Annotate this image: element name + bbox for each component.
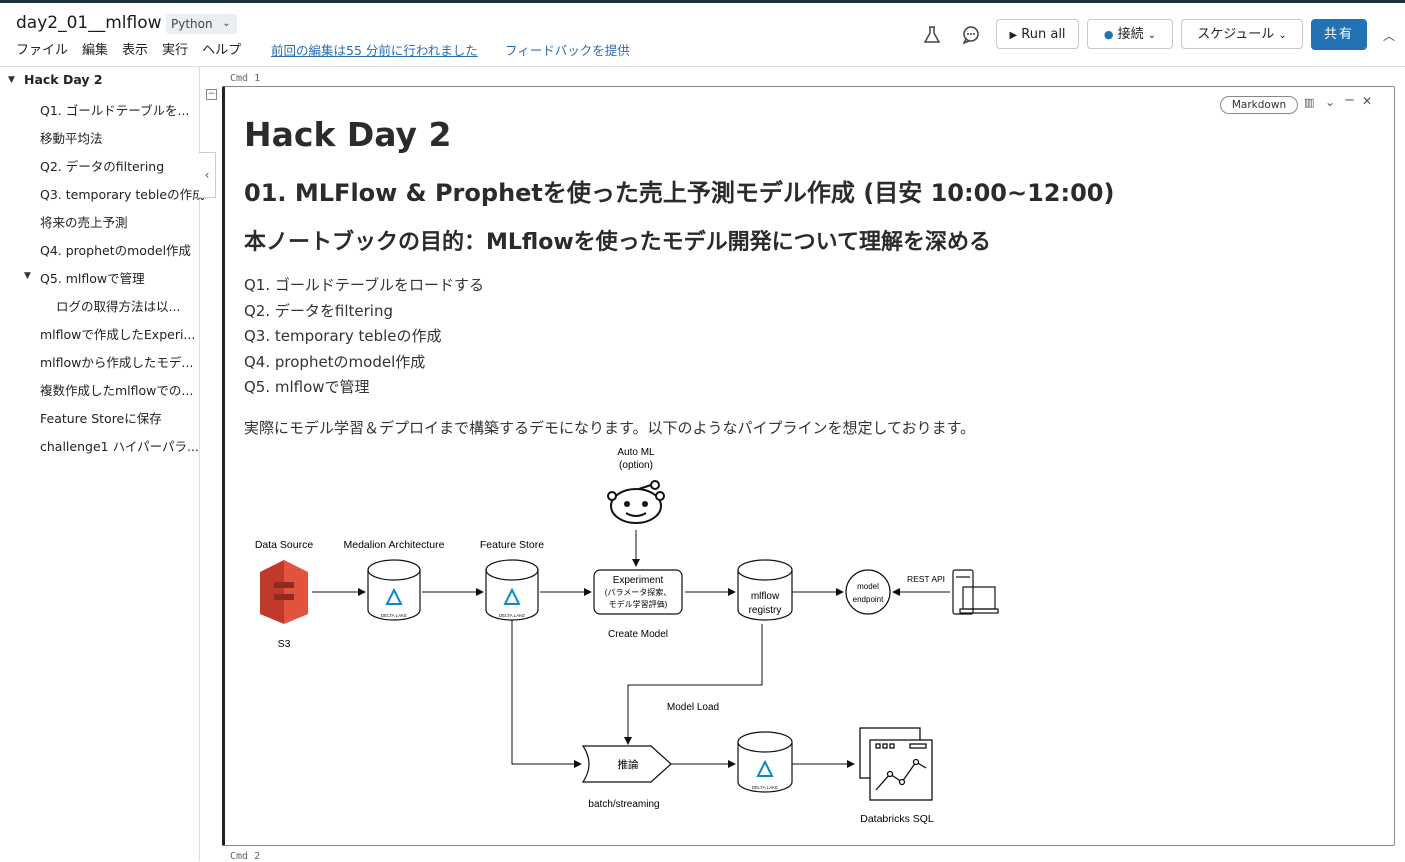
chevron-left-icon: ‹ xyxy=(204,168,210,182)
pipeline-diagram: Auto ML (option) Data Source S3 DELTA LA… xyxy=(255,447,999,825)
chevron-down-icon: ⌄ xyxy=(222,18,231,29)
menu-edit[interactable]: 編集 xyxy=(82,43,109,58)
model-load-label: Model Load xyxy=(667,702,719,713)
automl-label: Auto ML xyxy=(617,447,655,458)
toc-item[interactable]: ログの取得方法は以... xyxy=(56,299,181,314)
list-item: Q4. prophetのmodel作成 xyxy=(244,352,426,371)
description-paragraph: 実際にモデル学習＆デプロイまで構築するデモになります。以下のようなパイプラインを… xyxy=(244,419,976,437)
toc-item[interactable]: Q5. mlflowで管理 xyxy=(40,271,145,286)
delta-lake-text: DELTA LAKE xyxy=(499,613,525,618)
dashboard-icon xyxy=(859,727,933,801)
expand-triangle-icon[interactable]: ▼ xyxy=(8,75,15,85)
experiment-box xyxy=(593,569,683,615)
s3-icon xyxy=(260,560,308,624)
list-item: Q2. データをfiltering xyxy=(244,301,393,320)
toc-item[interactable]: Q4. prophetのmodel作成 xyxy=(40,243,192,258)
rest-api-label: REST API xyxy=(907,574,945,584)
notebook-header: day2_01__mlflow Python ⌄ ファイル 編集 表示 実行 ヘ… xyxy=(0,3,1405,67)
data-source-label: Data Source xyxy=(255,539,314,551)
language-selector[interactable]: Python ⌄ xyxy=(166,14,237,34)
toc-item[interactable]: 移動平均法 xyxy=(40,131,103,146)
mlflow-registry-cylinder-icon xyxy=(737,559,793,621)
cell-collapse-icon[interactable]: − xyxy=(206,89,217,100)
last-edit-link[interactable]: 前回の編集は55 分前に行われました xyxy=(271,43,478,58)
menu-bar: ファイル 編集 表示 実行 ヘルプ xyxy=(16,39,241,58)
toc-item[interactable]: 複数作成したmlflowでの... xyxy=(40,383,194,398)
mlflow-registry-label-2: registry xyxy=(749,605,782,616)
markdown-cell[interactable]: Markdown ▥ ⌄ − ✕ Hack Day 2 01. MLFlow &… xyxy=(222,86,1395,846)
schedule-button[interactable]: スケジュール ⌄ xyxy=(1181,19,1303,49)
experiment-sub2: モデル学習評価) xyxy=(609,599,668,609)
model-endpoint-label-2: endpoint xyxy=(853,595,884,604)
share-button[interactable]: 共有 xyxy=(1311,19,1367,50)
table-of-contents: ▼ Hack Day 2 Q1. ゴールドテーブルを... 移動平均法 Q2. … xyxy=(0,67,205,861)
question-list: Q1. ゴールドテーブルをロードする Q2. データをfiltering Q3.… xyxy=(244,273,484,401)
expand-triangle-icon[interactable]: ▼ xyxy=(24,271,31,281)
toc-item[interactable]: challenge1 ハイパーパラ... xyxy=(40,439,199,454)
delta-lake-cylinder-icon: DELTA LAKE xyxy=(367,559,421,621)
menu-file[interactable]: ファイル xyxy=(16,43,69,58)
heading-3: 本ノートブックの目的：MLflowを使ったモデル開発について理解を深める xyxy=(244,230,991,255)
delta-lake-text: DELTA LAKE xyxy=(752,785,778,790)
toc-item[interactable]: Q3. temporary tebleの作成 xyxy=(40,187,205,202)
inference-label: 推論 xyxy=(618,758,639,771)
cell-type-badge[interactable]: Markdown xyxy=(1220,96,1298,114)
create-model-label: Create Model xyxy=(608,629,668,640)
heading-1: Hack Day 2 xyxy=(244,115,452,154)
language-label: Python xyxy=(171,17,213,31)
chevron-down-icon: ⌄ xyxy=(1147,30,1157,41)
connect-button[interactable]: ● 接続 ⌄ xyxy=(1087,19,1173,49)
medalion-label: Medalion Architecture xyxy=(344,539,445,551)
model-endpoint-label-1: model xyxy=(857,582,879,591)
feature-store-label: Feature Store xyxy=(480,539,544,551)
comments-icon[interactable] xyxy=(959,23,983,47)
play-icon: ▶ xyxy=(1009,30,1018,41)
experiment-label: Experiment xyxy=(613,575,664,586)
menu-run[interactable]: 実行 xyxy=(162,43,189,58)
menu-view[interactable]: 表示 xyxy=(122,43,149,58)
toc-item[interactable]: 将来の売上予測 xyxy=(40,215,128,230)
notebook-title[interactable]: day2_01__mlflow xyxy=(16,13,162,33)
inference-shape xyxy=(581,745,672,783)
feedback-link[interactable]: フィードバックを提供 xyxy=(505,43,630,58)
batch-streaming-label: batch/streaming xyxy=(588,799,659,810)
list-item: Q1. ゴールドテーブルをロードする xyxy=(244,276,484,294)
toc-item[interactable]: Q1. ゴールドテーブルを... xyxy=(40,103,190,118)
toc-item[interactable]: mlflowから作成したモデ... xyxy=(40,355,194,370)
cell-label: Cmd 1 xyxy=(230,73,261,84)
collapse-sidebar-button[interactable]: ‹ xyxy=(199,152,216,198)
chevron-down-icon: ⌄ xyxy=(1278,30,1287,41)
experiment-sub1: (パラメータ探索、 xyxy=(605,587,671,597)
top-accent-bar xyxy=(0,0,1405,3)
chevron-down-icon[interactable]: ⌄ xyxy=(1325,95,1336,109)
menu-help[interactable]: ヘルプ xyxy=(202,43,242,58)
s3-label: S3 xyxy=(278,638,291,650)
status-dot-icon: ● xyxy=(1103,28,1114,41)
cell-label: Cmd 2 xyxy=(230,851,261,862)
heading-2: 01. MLFlow & Prophetを使った売上予測モデル作成 (目安 10… xyxy=(244,179,1115,207)
toc-item[interactable]: mlflowで作成したExperi... xyxy=(40,327,196,342)
run-all-button[interactable]: ▶ Run all xyxy=(996,19,1079,49)
experiment-flask-icon[interactable] xyxy=(920,23,944,47)
mlflow-registry-label-1: mlflow xyxy=(751,591,780,602)
model-endpoint-circle xyxy=(845,569,891,615)
delta-lake-text: DELTA LAKE xyxy=(381,613,407,618)
toc-item[interactable]: Q2. データのfiltering xyxy=(40,159,165,174)
delta-lake-cylinder-icon: DELTA LAKE xyxy=(737,731,793,793)
toc-item[interactable]: Feature Storeに保存 xyxy=(40,411,162,426)
chart-icon[interactable]: ▥ xyxy=(1304,96,1315,109)
automl-robot-icon xyxy=(607,480,665,524)
delta-lake-cylinder-icon: DELTA LAKE xyxy=(485,559,539,621)
close-icon[interactable]: ✕ xyxy=(1362,94,1373,108)
minimize-icon[interactable]: − xyxy=(1344,93,1355,108)
list-item: Q3. temporary tebleの作成 xyxy=(244,327,442,346)
computer-icon xyxy=(952,569,999,615)
databricks-sql-label: Databricks SQL xyxy=(860,813,934,825)
chevron-up-icon[interactable]: ︿ xyxy=(1383,29,1396,43)
list-item: Q5. mlflowで管理 xyxy=(244,378,370,397)
automl-sub-label: (option) xyxy=(619,460,653,471)
toc-item[interactable]: Hack Day 2 xyxy=(24,72,103,87)
